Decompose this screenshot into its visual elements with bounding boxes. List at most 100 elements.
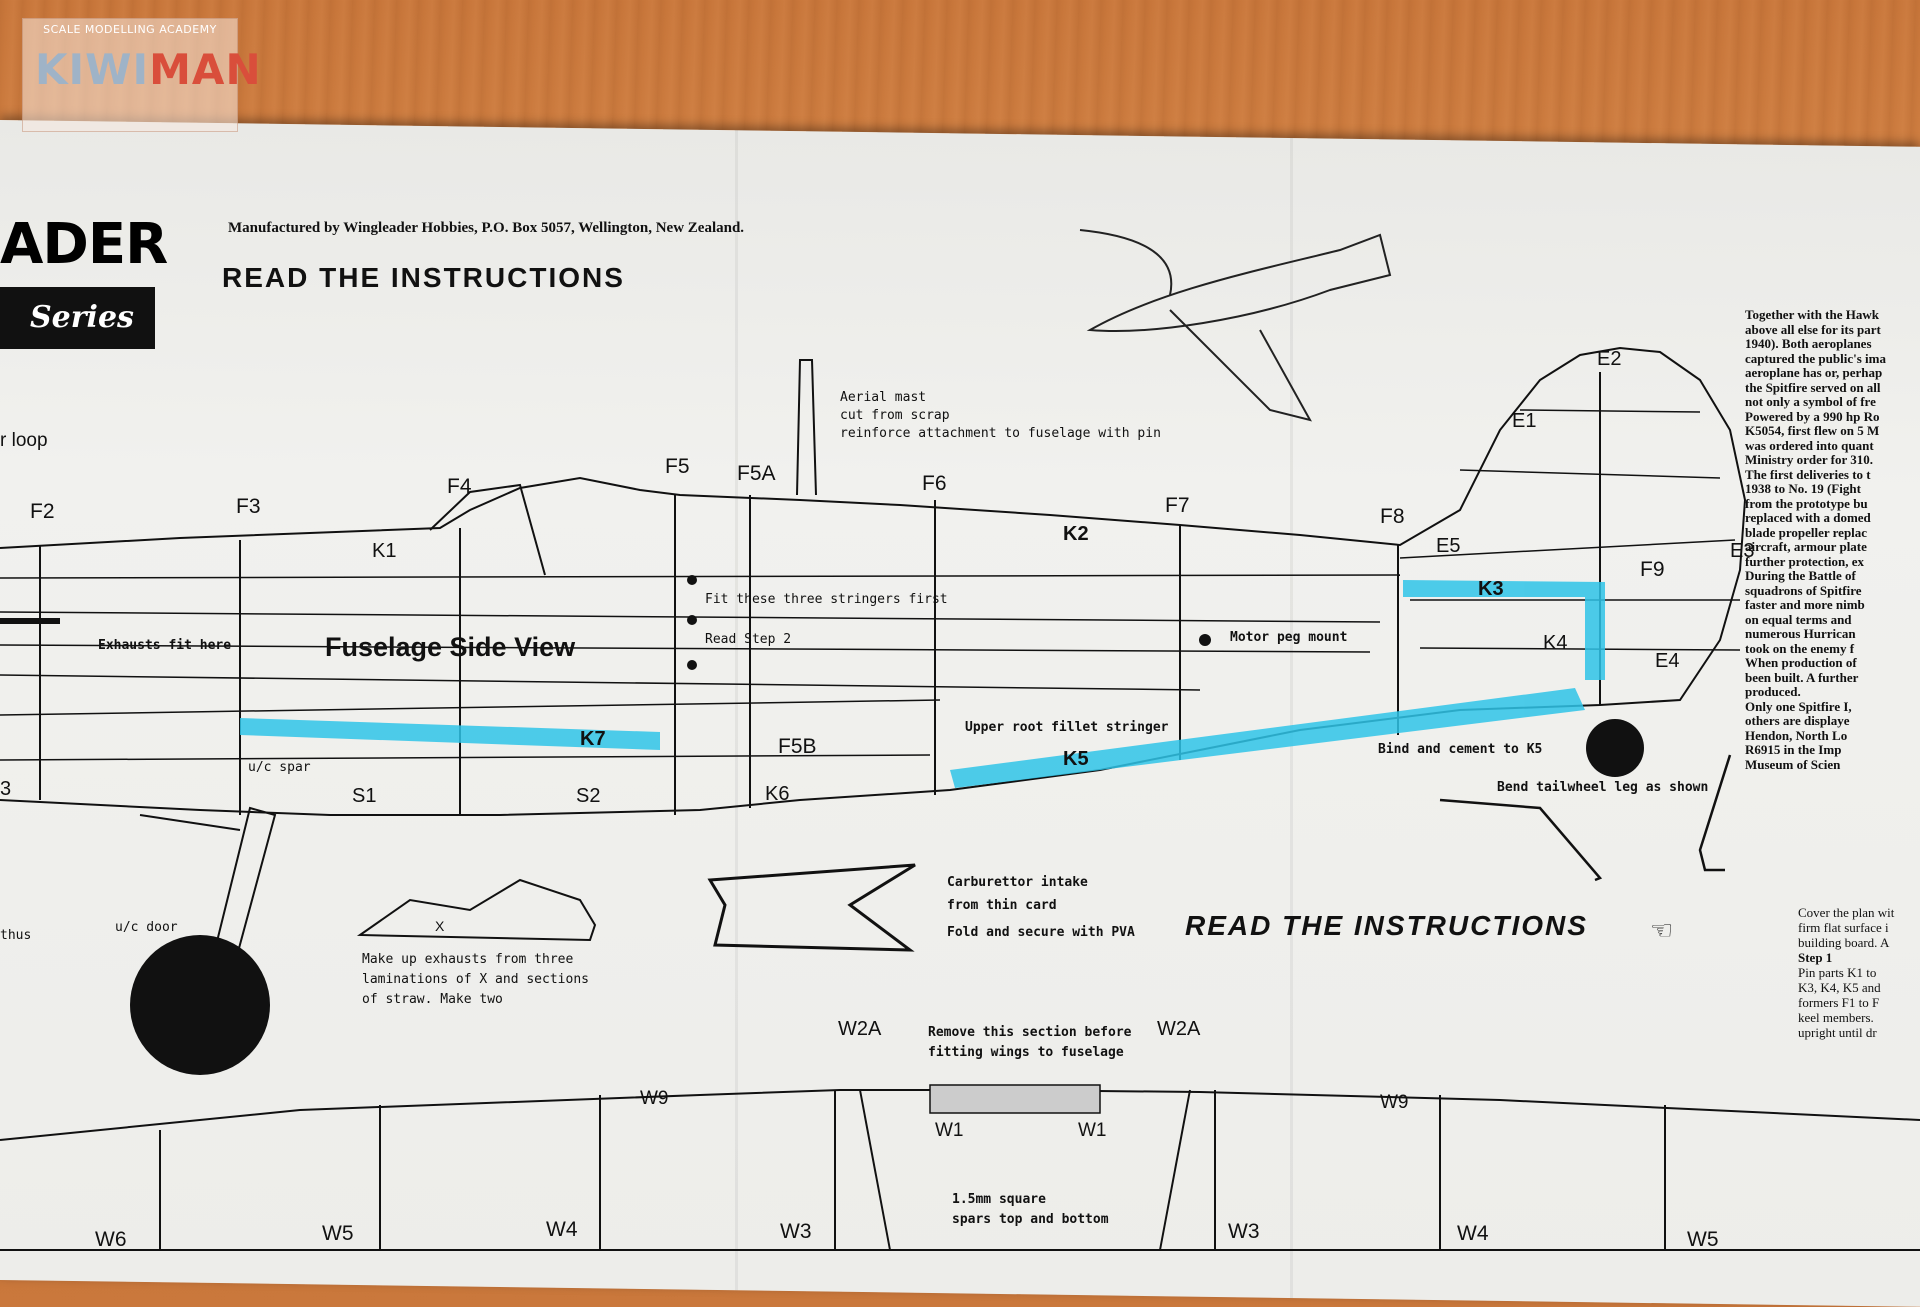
stringer: [0, 574, 1401, 579]
aerial-note: cut from scrap: [840, 408, 950, 423]
carb-note: Fold and secure with PVA: [947, 925, 1135, 940]
canopy: [429, 483, 546, 576]
part-k5: [950, 688, 1585, 788]
stringer: [0, 644, 1371, 653]
brand-series-banner: [0, 287, 155, 349]
keel-label: K4: [1543, 632, 1568, 654]
tailwheel-leg: [1439, 798, 1603, 882]
motor-peg-note: Motor peg mount: [1230, 630, 1348, 645]
tail-stringer: [1399, 539, 1736, 559]
part-k3: [1403, 580, 1605, 597]
keel-label: K3: [1478, 578, 1504, 600]
main-wheel: [130, 935, 270, 1075]
stringer: [0, 699, 941, 716]
tail-label: E3: [1730, 540, 1755, 562]
x-mark: X: [435, 918, 445, 934]
pointing-hand-icon: ☜: [1650, 915, 1674, 945]
uc-door-line: [139, 814, 241, 831]
edge-mark-label: 3: [0, 778, 12, 800]
wing-label-w9: W9: [1380, 1092, 1409, 1113]
wing-label-w6: W6: [95, 1228, 127, 1251]
brand-block: ADER Series: [0, 192, 168, 352]
spitfire-sketch: [1079, 229, 1392, 422]
carb-note: Carburettor intake: [947, 875, 1088, 890]
wing-label-w2a: W2A: [1157, 1018, 1201, 1040]
wing-label-w3: W3: [780, 1220, 812, 1243]
former-label: F5A: [737, 462, 776, 485]
tail-label: E4: [1655, 650, 1680, 672]
watermark-logo: SCALE MODELLING ACADEMY KIWIMAN: [22, 18, 261, 132]
aerial-mast: [796, 359, 817, 496]
spars-note: spars top and bottom: [952, 1212, 1109, 1227]
former-label: F5B: [778, 735, 817, 758]
step2-note: Read Step 2: [705, 632, 792, 647]
tail-label: E1: [1512, 410, 1537, 432]
keel-label: K6: [765, 783, 790, 805]
upper-root-note: Upper root fillet stringer: [965, 720, 1169, 735]
spar-label: S1: [352, 785, 377, 807]
tailwheel-note: Bend tailwheel leg as shown: [1497, 780, 1709, 795]
bind-note: Bind and cement to K5: [1378, 742, 1543, 757]
watermark-wordmark: KIWIMAN: [35, 45, 262, 94]
uc-door-note: u/c door: [115, 920, 178, 935]
former-label: F2: [30, 500, 55, 523]
watermark-kiwi: KIWI: [35, 45, 150, 94]
aerial-note: reinforce attachment to fuselage with pi…: [840, 426, 1161, 441]
spar-label: S2: [576, 785, 601, 807]
tail-stringer: [1519, 409, 1701, 413]
exhaust-sketch: [356, 878, 597, 942]
motor-peg: [1199, 634, 1211, 646]
carb-note: from thin card: [947, 898, 1057, 913]
former-label: F3: [236, 495, 261, 518]
tail-label: E5: [1436, 535, 1461, 557]
part-k4: [1585, 597, 1605, 680]
wing-label-w1: W1: [935, 1120, 964, 1141]
keel-label: K2: [1063, 523, 1089, 545]
wing-label-w2a: W2A: [838, 1018, 882, 1040]
wing-label-w9: W9: [640, 1088, 669, 1109]
wing-label-w4: W4: [1457, 1222, 1489, 1245]
tail-stringer: [1419, 647, 1741, 651]
keel-label: K7: [580, 728, 606, 750]
part-k7: [240, 718, 660, 750]
remove-note: Remove this section before: [928, 1025, 1132, 1040]
manufacturer-line: Manufactured by Wingleader Hobbies, P.O.…: [228, 220, 745, 236]
former-label: F7: [1165, 494, 1190, 517]
remove-note: fitting wings to fuselage: [928, 1045, 1124, 1060]
keel-label: K5: [1063, 748, 1089, 770]
former-label: F8: [1380, 505, 1405, 528]
wing-label-w1: W1: [1078, 1120, 1107, 1141]
exhaust-note: of straw. Make two: [362, 992, 503, 1007]
wing-plan: [0, 1089, 1920, 1251]
brand-series: Series: [30, 300, 134, 335]
exhaust-marker: [0, 618, 60, 624]
wing-label-w5: W5: [322, 1222, 354, 1245]
wing-label-w3: W3: [1228, 1220, 1260, 1243]
keel-label: K1: [372, 540, 397, 562]
aerial-note: Aerial mast: [840, 390, 927, 405]
plan-drawing: [0, 229, 1920, 1251]
thus-note: thus: [0, 928, 32, 943]
stringer: [0, 754, 931, 761]
stringers-note: Fit these three stringers first: [705, 592, 948, 607]
watermark-tagline: SCALE MODELLING ACADEMY: [43, 23, 217, 36]
former-label: F6: [922, 472, 947, 495]
exhaust-note: laminations of X and sections: [362, 972, 589, 987]
carb-intake: [707, 863, 916, 952]
tail-label: E2: [1597, 348, 1622, 370]
exhausts-fit-note: Exhausts fit here: [98, 638, 232, 653]
tailwheel-leg-2: [1698, 754, 1732, 872]
fuselage-title: Fuselage Side View: [325, 632, 576, 662]
brand-name: ADER: [0, 212, 168, 277]
uc-spar-note: u/c spar: [248, 760, 311, 775]
tail-stringer: [1459, 469, 1721, 479]
spars-note: 1.5mm square: [952, 1192, 1046, 1207]
former-label: F9: [1640, 558, 1665, 581]
stringer: [0, 674, 1201, 691]
loop-label: r loop: [0, 430, 48, 451]
read-instructions-heading: READ THE INSTRUCTIONS: [222, 262, 625, 293]
wing-label-w5: W5: [1687, 1228, 1719, 1251]
hatched-section: [929, 1084, 1101, 1114]
